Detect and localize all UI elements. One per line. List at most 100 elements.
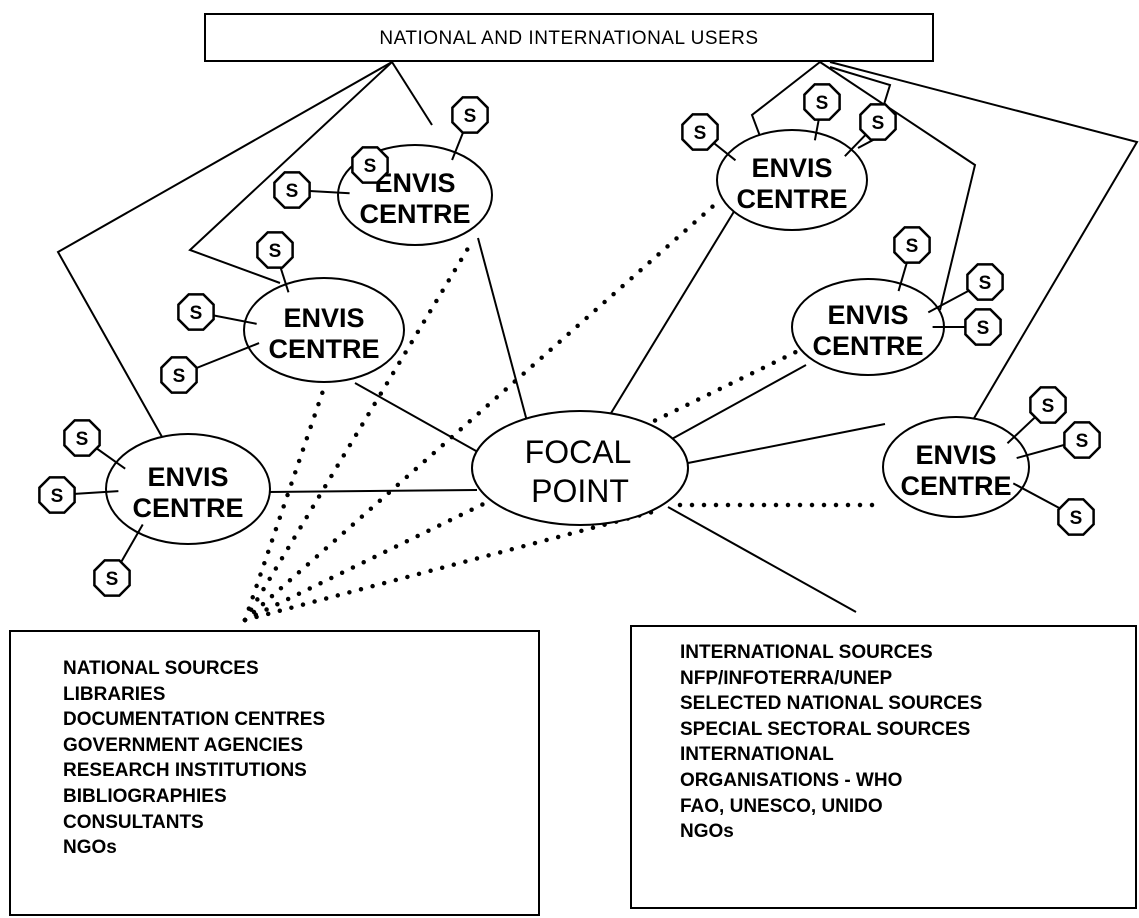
national-source-item: NGOs xyxy=(63,837,117,859)
satellite-node: S xyxy=(93,559,131,597)
satellite-octagon xyxy=(451,96,489,134)
envis-centre-ellipse xyxy=(882,416,1030,518)
national-source-item: CONSULTANTS xyxy=(63,811,204,833)
international-source-item: NGOs xyxy=(680,821,734,843)
dotted-link-1 xyxy=(242,242,473,623)
satellite-octagon xyxy=(256,231,294,269)
satellite-label: S xyxy=(816,93,829,114)
satellite-label: S xyxy=(286,181,299,202)
dotted-link-3 xyxy=(242,197,723,623)
satellite-node: S xyxy=(1057,498,1095,536)
international-source-item: NFP/INFOTERRA/UNEP xyxy=(680,667,893,689)
satellite-label: S xyxy=(269,241,282,262)
envis-centre-line2: CENTRE xyxy=(812,331,923,361)
satellite-octagon xyxy=(63,419,101,457)
satellite-node: S xyxy=(1063,421,1101,459)
satellite-label: S xyxy=(1042,396,1055,417)
satellite-label: S xyxy=(979,273,992,294)
satellite-label: S xyxy=(173,366,186,387)
national-source-item: NATIONAL SOURCES xyxy=(63,658,259,679)
dotted-link-5 xyxy=(242,507,663,623)
international-source-item: INTERNATIONAL SOURCES xyxy=(680,642,933,663)
satellite-node: S xyxy=(893,226,931,264)
satellite-node: S xyxy=(177,293,215,331)
satellite-label: S xyxy=(694,123,707,144)
satellite-label: S xyxy=(1070,508,1083,529)
satellite-label: S xyxy=(364,156,377,177)
national-source-item: GOVERNMENT AGENCIES xyxy=(63,734,303,756)
envis-centre-line1: ENVIS xyxy=(915,440,996,470)
satellite-node: S xyxy=(681,113,719,151)
satellite-octagon xyxy=(859,103,897,141)
satellite-node: S xyxy=(63,419,101,457)
satellite-label: S xyxy=(464,106,477,127)
focal-link-top-left xyxy=(477,237,529,426)
satellite-octagon xyxy=(177,293,215,331)
international-sources-box: INTERNATIONAL SOURCES NFP/INFOTERRA/UNEP… xyxy=(630,625,1137,909)
focal-link-international xyxy=(667,506,857,613)
national-source-item: RESEARCH INSTITUTIONS xyxy=(63,760,307,782)
satellite-node: S xyxy=(351,146,389,184)
user-link-mid-right-centre xyxy=(819,61,977,311)
satellite-label: S xyxy=(977,318,990,339)
satellite-octagon xyxy=(681,113,719,151)
users-box-label: NATIONAL AND INTERNATIONAL USERS xyxy=(379,28,758,49)
focal-link-mid-left xyxy=(354,382,486,457)
international-source-item: FAO, UNESCO, UNIDO xyxy=(680,795,883,817)
focal-point-line2: POINT xyxy=(531,473,629,509)
envis-centres: ENVISCENTREENVISCENTREENVISCENTREENVISCE… xyxy=(105,129,1030,545)
national-source-links xyxy=(242,197,885,623)
satellite-label: S xyxy=(872,113,885,134)
focal-link-left xyxy=(267,489,478,493)
envis-centre-line1: ENVIS xyxy=(751,153,832,183)
focal-link-top-right xyxy=(604,204,739,424)
envis-centre-line1: ENVIS xyxy=(827,300,908,330)
envis-centre-line1: ENVIS xyxy=(283,303,364,333)
satellite-node: S xyxy=(803,83,841,121)
international-source-item: ORGANISATIONS - WHO xyxy=(680,769,903,791)
envis-centre-line1: ENVIS xyxy=(147,462,228,492)
satellite-node: S xyxy=(1029,386,1067,424)
satellite-octagon xyxy=(1057,498,1095,536)
satellite-label: S xyxy=(106,569,119,590)
user-link-top-left-centre xyxy=(391,61,433,126)
international-source-item: INTERNATIONAL xyxy=(680,744,834,766)
satellite-octagon xyxy=(803,83,841,121)
satellite-node: S xyxy=(964,308,1002,346)
satellite-octagon xyxy=(966,263,1004,301)
international-source-item: SPECIAL SECTORAL SOURCES xyxy=(680,718,971,740)
satellite-octagon xyxy=(160,356,198,394)
satellite-label: S xyxy=(51,486,64,507)
users-box: NATIONAL AND INTERNATIONAL USERS xyxy=(204,13,934,62)
satellite-octagon xyxy=(1063,421,1101,459)
satellite-octagon xyxy=(273,171,311,209)
national-source-item: BIBLIOGRAPHIES xyxy=(63,785,227,807)
international-sources-list: INTERNATIONAL SOURCES NFP/INFOTERRA/UNEP… xyxy=(680,640,982,845)
focal-link-right xyxy=(682,423,886,465)
satellite-octagon xyxy=(93,559,131,597)
satellite-octagon xyxy=(964,308,1002,346)
envis-centre-line2: CENTRE xyxy=(736,184,847,214)
user-link-right-centre xyxy=(829,61,1139,426)
satellite-label: S xyxy=(190,303,203,324)
satellite-label: S xyxy=(1076,431,1089,452)
satellite-label: S xyxy=(76,429,89,450)
focal-point-line1: FOCAL xyxy=(525,434,632,470)
dotted-link-4 xyxy=(242,347,803,623)
satellite-node: S xyxy=(273,171,311,209)
focal-point: FOCAL POINT xyxy=(471,410,689,526)
satellite-node: S xyxy=(451,96,489,134)
national-source-item: DOCUMENTATION CENTRES xyxy=(63,709,326,731)
envis-centre-line2: CENTRE xyxy=(132,493,243,523)
international-source-item: SELECTED NATIONAL SOURCES xyxy=(680,693,983,715)
national-sources-list: NATIONAL SOURCES LIBRARIES DOCUMENTATION… xyxy=(63,656,325,861)
satellite-node: S xyxy=(256,231,294,269)
satellite-node: S xyxy=(966,263,1004,301)
envis-centre-ellipse xyxy=(243,277,405,383)
